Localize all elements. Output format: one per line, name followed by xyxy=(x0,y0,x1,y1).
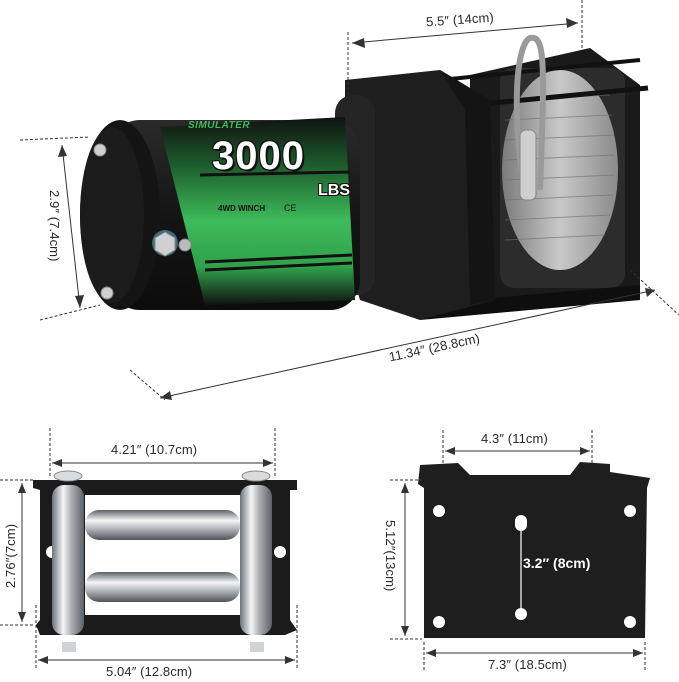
capacity-unit: LBS xyxy=(318,182,350,199)
fairlead-illustration xyxy=(0,428,298,668)
ce-mark: CE xyxy=(284,203,297,213)
winch-height-label: 2.9″ (7.4cm) xyxy=(47,190,62,262)
capacity-value: 3000 xyxy=(212,134,305,178)
winch-dimension-lines xyxy=(19,0,679,400)
fairlead-view: 4.21″ (10.7cm) 2.76″(7cm) 5.04″ (12.8cm) xyxy=(0,420,340,682)
mount-plate-illustration xyxy=(390,430,650,670)
plate-bottom-width-label: 7.3″ (18.5cm) xyxy=(488,657,567,672)
brand-logo: SIMULATER xyxy=(188,120,251,131)
fairlead-height-label: 2.76″(7cm) xyxy=(3,523,18,588)
fairlead-outer-width-label: 5.04″ (12.8cm) xyxy=(106,664,193,679)
mount-plate-view: 4.3″ (11cm) 5.12″(13cm) 3.2″ (8cm) 7.3″ … xyxy=(360,420,679,682)
winch-illustration xyxy=(19,0,679,400)
plate-top-width-label: 4.3″ (11cm) xyxy=(481,431,548,446)
winch-view: SIMULATER 3000 LBS 4WD WINCH CE 5.5″ (14… xyxy=(19,0,679,400)
drum-frame xyxy=(380,34,649,320)
fairlead-inner-width-label: 4.21″ (10.7cm) xyxy=(111,442,198,457)
model-text: 4WD WINCH xyxy=(218,204,266,213)
motor-body xyxy=(80,117,360,310)
plate-height-label: 5.12″(13cm) xyxy=(383,520,398,592)
plate-hole-spacing-label: 3.2″ (8cm) xyxy=(523,555,591,571)
